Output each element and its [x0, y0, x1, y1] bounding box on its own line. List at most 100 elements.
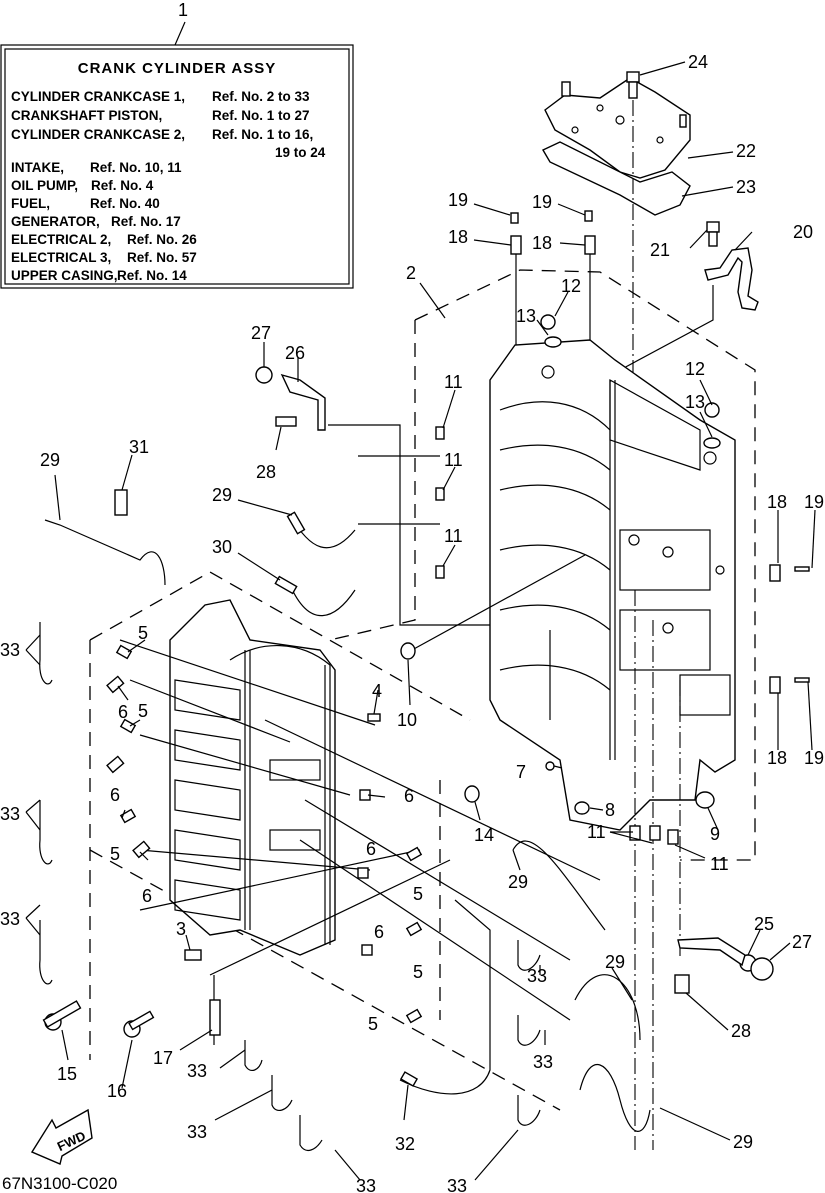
- callout-6: 6: [374, 922, 384, 942]
- part-21-bolt: [619, 221, 720, 371]
- crankcase-block-left: [169, 599, 336, 956]
- part-30-hose: [274, 575, 298, 595]
- callout-19: 19: [532, 192, 552, 212]
- part-7: [545, 761, 555, 771]
- title-box: 1 CRANK CYLINDER ASSY CYLINDER CRANKCASE…: [0, 0, 354, 289]
- callout-23: 23: [736, 177, 756, 197]
- callout-4: 4: [372, 681, 382, 701]
- callout-20: 20: [793, 222, 813, 242]
- title-line-name: ELECTRICAL 2,: [11, 232, 111, 247]
- part-13-washer: [544, 336, 562, 348]
- callout-27: 27: [792, 932, 812, 952]
- callout-29: 29: [605, 952, 625, 972]
- title-line-ref: Ref. No. 40: [90, 196, 160, 211]
- part-24-bolt: [626, 71, 640, 420]
- callout-29: 29: [733, 1132, 753, 1152]
- callout-11: 11: [444, 372, 463, 392]
- part-27-cap: [750, 957, 774, 981]
- callout-17: 17: [153, 1048, 173, 1068]
- title-line-ref: Ref. No. 4: [91, 178, 154, 193]
- title-line-name: INTAKE,: [11, 160, 64, 175]
- callout-33: 33: [533, 1052, 553, 1072]
- part-3: [184, 949, 202, 961]
- title-box-heading: CRANK CYLINDER ASSY: [78, 60, 276, 77]
- diagram-code: 67N3100-C020: [2, 1174, 117, 1193]
- callout-33: 33: [0, 804, 20, 824]
- callout-16: 16: [107, 1081, 127, 1101]
- callout-19: 19: [448, 190, 468, 210]
- title-line-ref: Ref. No. 17: [111, 214, 181, 229]
- callout-11: 11: [444, 450, 463, 470]
- callout-5: 5: [138, 623, 148, 643]
- callout-28: 28: [256, 462, 276, 482]
- callout-33: 33: [447, 1176, 467, 1193]
- callout-33: 33: [0, 909, 20, 929]
- leader-lines: [44, 424, 681, 1150]
- part-26-sensor: [280, 373, 326, 431]
- part-10-fitting: [400, 642, 416, 660]
- callout-1: 1: [178, 0, 188, 20]
- callout-15: 15: [57, 1064, 77, 1084]
- callout-24: 24: [688, 52, 708, 72]
- callout-11: 11: [710, 854, 729, 874]
- part-11-fitting: [435, 426, 445, 440]
- callout-12: 12: [561, 276, 581, 296]
- title-line-ref: Ref. No. 26: [127, 232, 197, 247]
- title-line-name: ELECTRICAL 3,: [11, 250, 111, 265]
- title-line-name: OIL PUMP,: [11, 178, 78, 193]
- callout-11: 11: [444, 526, 463, 546]
- title-line-name: UPPER CASING,: [11, 268, 118, 283]
- callout-18: 18: [767, 748, 787, 768]
- callout-33: 33: [187, 1122, 207, 1142]
- part-4-pin: [367, 713, 381, 722]
- callout-6: 6: [110, 785, 120, 805]
- callout-9: 9: [710, 824, 720, 844]
- callout-29: 29: [212, 485, 232, 505]
- part-14: [464, 785, 480, 803]
- part-20-clamp: [704, 247, 759, 311]
- callout-18: 18: [532, 233, 552, 253]
- title-line-ref: Ref. No. 1 to 16,: [212, 127, 313, 142]
- callout-5: 5: [368, 1014, 378, 1034]
- callout-10: 10: [397, 710, 417, 730]
- callout-8: 8: [605, 800, 615, 820]
- callout-labels: 24 22 23 20 21 19 19 18 18 2 12 13 12 13…: [0, 52, 824, 1193]
- callout-22: 22: [736, 141, 756, 161]
- title-line-ref: Ref. No. 10, 11: [90, 160, 182, 175]
- callout-30: 30: [212, 537, 232, 557]
- callout-33: 33: [0, 640, 20, 660]
- callout-leaders: [25, 61, 816, 1181]
- title-line-name: FUEL,: [11, 196, 50, 211]
- callout-33: 33: [527, 966, 547, 986]
- part-17-stud: [209, 999, 221, 1036]
- small-parts: [39, 314, 810, 1152]
- callout-27: 27: [251, 323, 271, 343]
- title-line-name: CRANKSHAFT PISTON,: [11, 108, 162, 123]
- callout-6: 6: [366, 839, 376, 859]
- title-line-name: CYLINDER CRANKCASE 1,: [11, 89, 185, 104]
- callout-7: 7: [516, 762, 526, 782]
- callout-2: 2: [406, 263, 416, 283]
- callout-19: 19: [804, 492, 824, 512]
- crankcase-block-right: [489, 339, 736, 831]
- callout-13: 13: [516, 306, 536, 326]
- callout-3: 3: [176, 919, 186, 939]
- title-line-ref: 19 to 24: [275, 145, 326, 160]
- part-28-sensor: [674, 974, 690, 994]
- callout-6: 6: [404, 786, 414, 806]
- part-32-hose: [399, 1071, 419, 1087]
- callout-25: 25: [754, 914, 774, 934]
- part-8: [574, 801, 590, 815]
- callout-5: 5: [138, 701, 148, 721]
- assembly-outline-1: [89, 571, 561, 1111]
- callout-29: 29: [508, 872, 528, 892]
- title-line-ref: Ref. No. 2 to 33: [212, 89, 310, 104]
- part-12-bolt: [540, 314, 556, 330]
- part-27-plug: [255, 366, 273, 384]
- callout-33: 33: [187, 1061, 207, 1081]
- callout-6: 6: [118, 702, 128, 722]
- fwd-arrow-icon: FWD: [30, 1108, 93, 1165]
- title-line-ref: Ref. No. 14: [117, 268, 187, 283]
- callout-31: 31: [129, 437, 149, 457]
